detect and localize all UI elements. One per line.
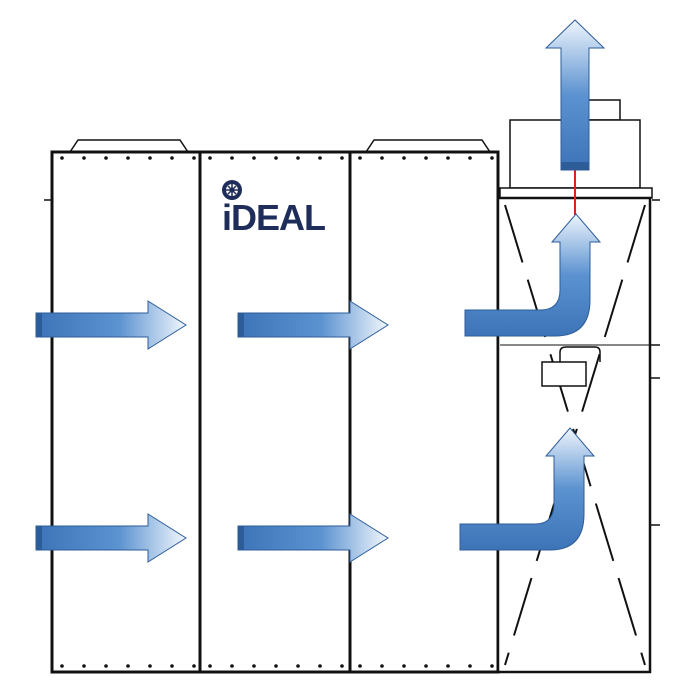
- exhaust-arrow-up-icon: [544, 19, 606, 171]
- rivet: [104, 156, 108, 160]
- rivet: [126, 156, 130, 160]
- rivet: [402, 156, 406, 160]
- rivet: [380, 156, 384, 160]
- rivet: [424, 664, 428, 668]
- rivet: [340, 664, 344, 668]
- rivet: [208, 156, 212, 160]
- rivet: [402, 664, 406, 668]
- rivet: [230, 156, 234, 160]
- rivet: [468, 664, 472, 668]
- rivet: [446, 664, 450, 668]
- rivet: [148, 156, 152, 160]
- panel-2: [198, 150, 352, 674]
- rivet: [358, 156, 362, 160]
- rivet: [380, 664, 384, 668]
- rivet: [252, 664, 256, 668]
- rivet: [296, 156, 300, 160]
- airflow-curved-arrow-icon: [464, 213, 602, 337]
- rivet: [104, 664, 108, 668]
- rivet: [192, 156, 196, 160]
- airflow-curved-arrow-icon: [459, 427, 596, 551]
- rivet: [490, 664, 494, 668]
- rivet: [296, 664, 300, 668]
- rivet: [82, 156, 86, 160]
- rivet: [230, 664, 234, 668]
- rivet: [424, 156, 428, 160]
- rivet: [170, 664, 174, 668]
- rivet: [126, 664, 130, 668]
- rivet: [446, 156, 450, 160]
- rivet: [490, 156, 494, 160]
- rivet: [318, 156, 322, 160]
- brand-logo: iDEAL: [222, 197, 326, 238]
- rivet: [274, 664, 278, 668]
- rivet: [318, 664, 322, 668]
- rivet: [60, 156, 64, 160]
- rivet: [60, 664, 64, 668]
- rivet: [340, 156, 344, 160]
- panel-1: [50, 139, 202, 674]
- rivet: [468, 156, 472, 160]
- rivet: [208, 664, 212, 668]
- rivet: [82, 664, 86, 668]
- rivet: [358, 664, 362, 668]
- rivet: [252, 156, 256, 160]
- panel-3: [348, 139, 500, 674]
- rivet: [170, 156, 174, 160]
- logo-wheel-icon: [222, 180, 242, 200]
- rivet: [274, 156, 278, 160]
- rivet: [192, 664, 196, 668]
- rivet: [148, 664, 152, 668]
